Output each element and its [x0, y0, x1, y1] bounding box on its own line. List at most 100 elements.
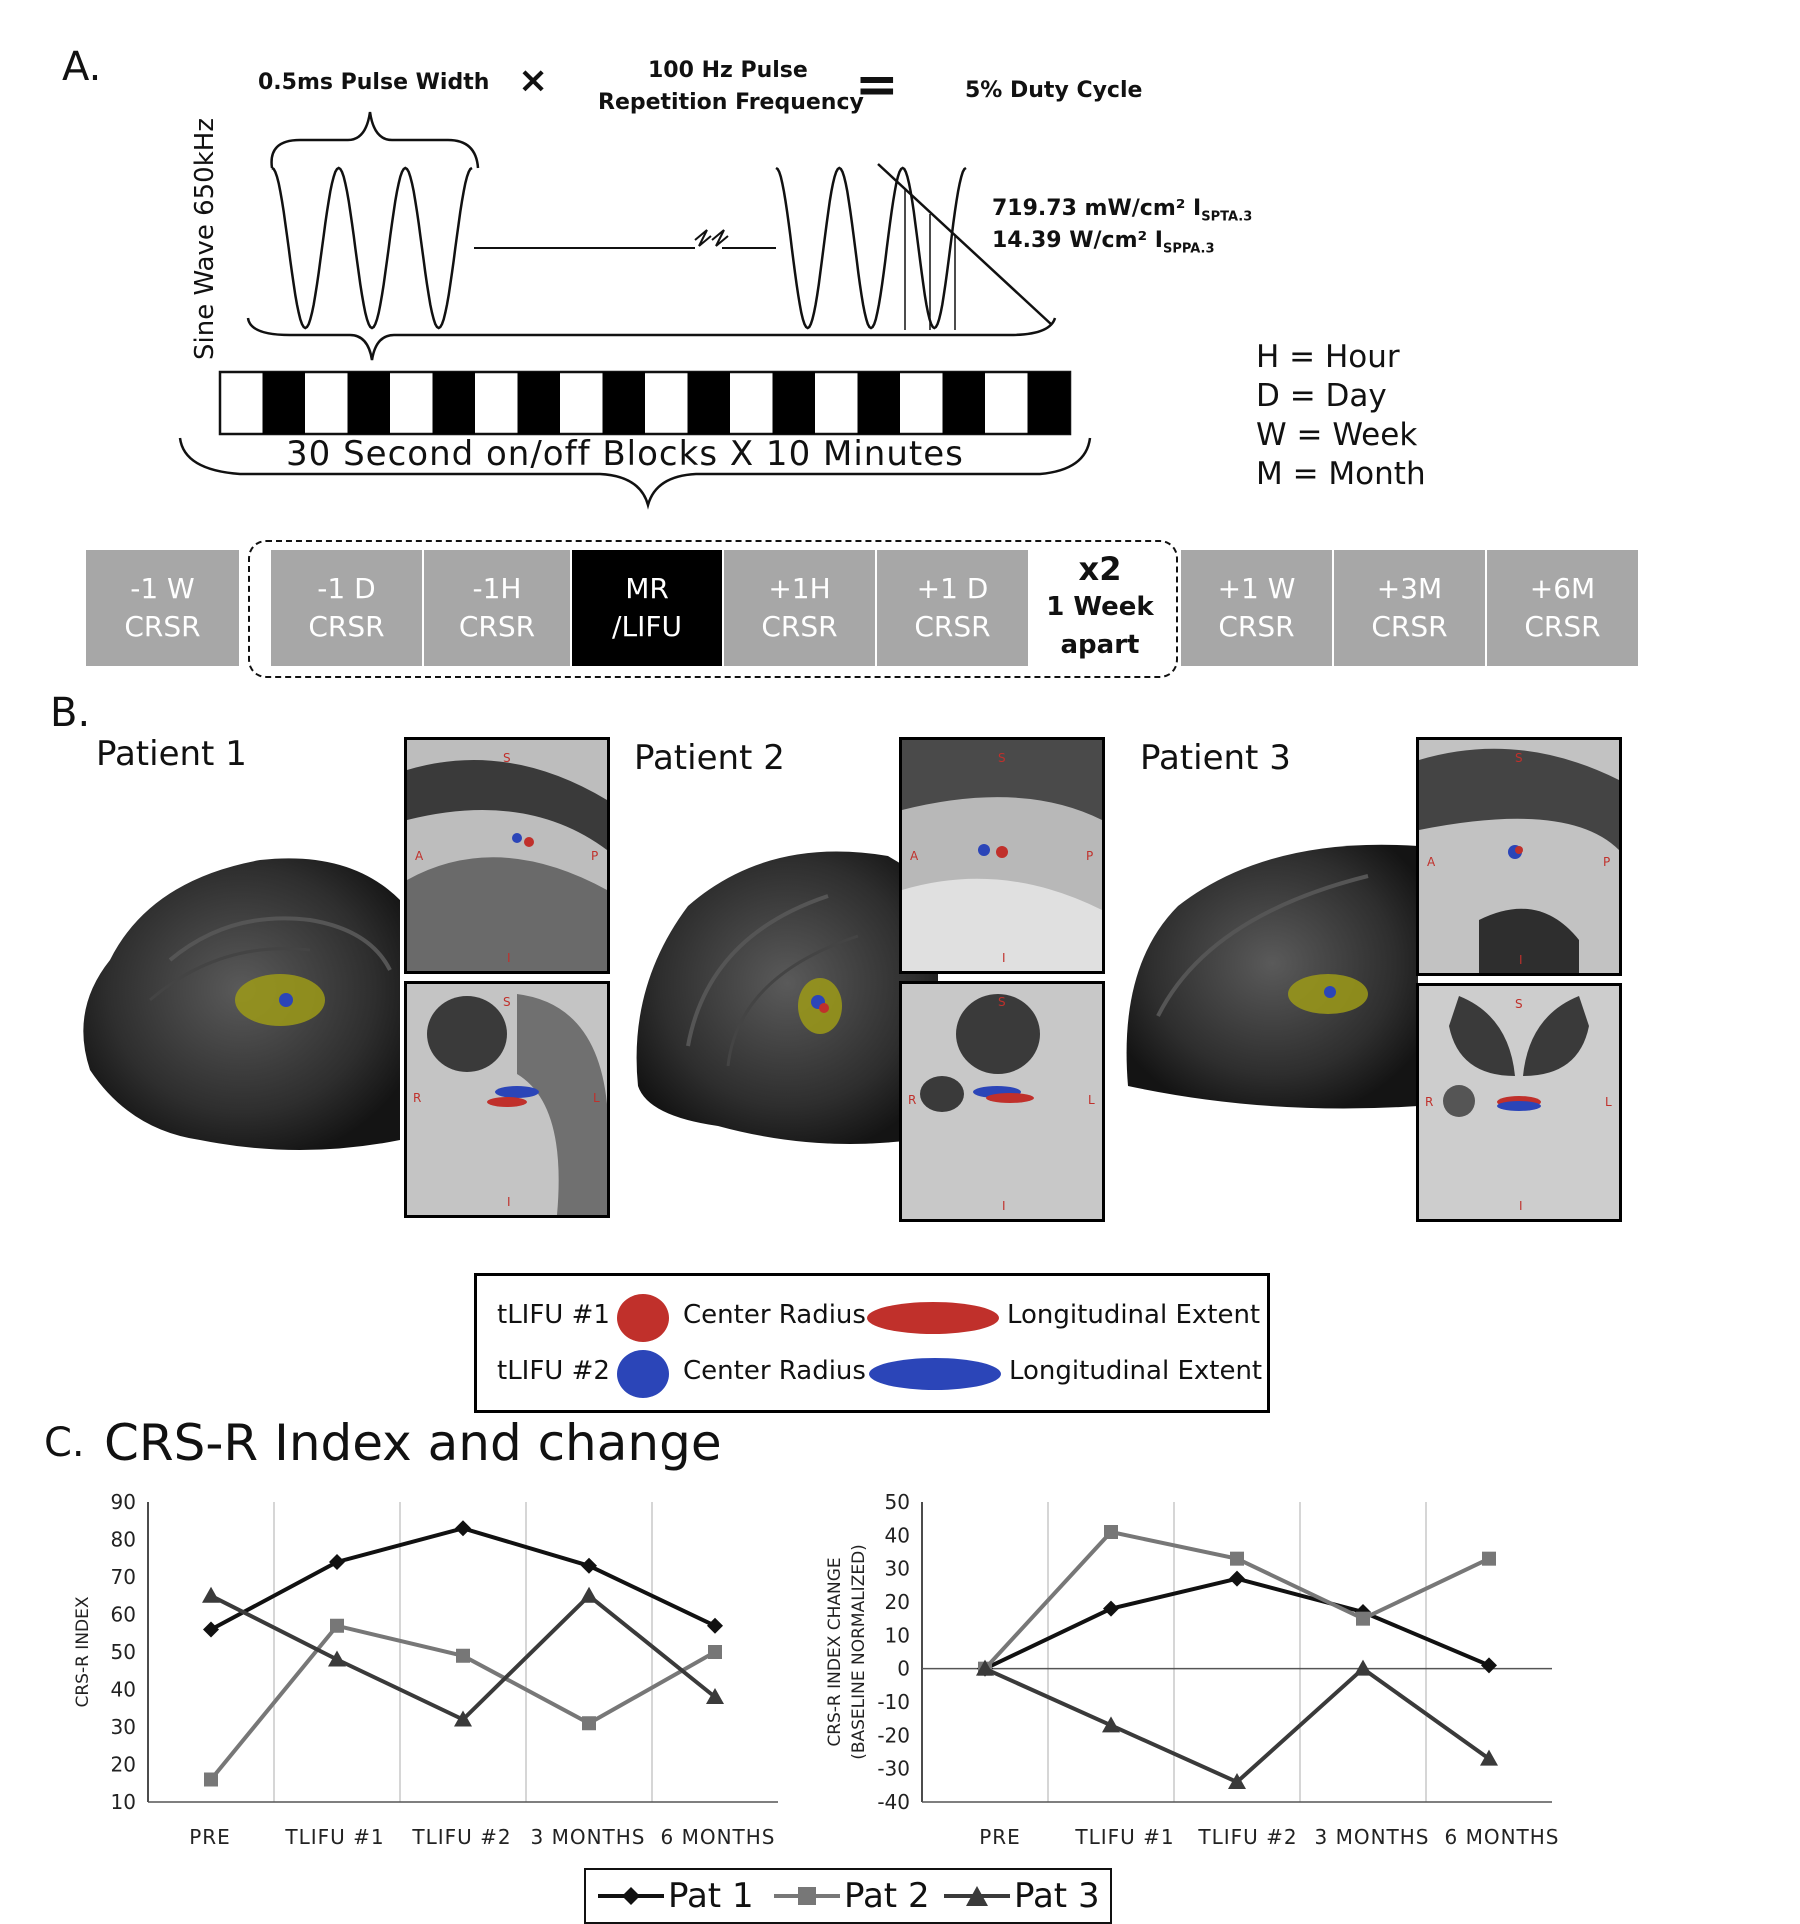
orient-p: P: [1603, 855, 1610, 869]
data-point-pat-1: [1481, 1657, 1497, 1674]
pulse-width-label: 0.5ms Pulse Width: [258, 70, 490, 95]
series-line-pat-1: [984, 1576, 1490, 1671]
block-on: [1027, 372, 1070, 434]
y-axis-label: CRS-R INDEX CHANGE: [825, 1557, 845, 1746]
data-point-pat-1: [707, 1617, 723, 1634]
orient-s: S: [998, 995, 1006, 1009]
data-point-pat-1: [203, 1621, 219, 1638]
equals-sign: =: [855, 55, 899, 115]
sagittal-slice-image: S A P I: [902, 740, 1102, 971]
repeat-apart: apart: [1060, 630, 1140, 660]
coronal-slice-image: S R L I: [908, 994, 1095, 1213]
coronal-slice-image: S R L I: [413, 994, 607, 1215]
y-tick-label: -30: [877, 1757, 910, 1781]
x-tick-label: TLIFU #1: [284, 1825, 384, 1849]
data-point-pat-2: [456, 1648, 470, 1663]
data-point-pat-3: [580, 1586, 598, 1603]
x-tick-label: PRE: [189, 1825, 231, 1849]
legend-pat3-marker: [944, 1886, 1010, 1906]
orient-r: R: [413, 1091, 421, 1105]
data-point-pat-3: [328, 1650, 346, 1667]
orient-i: I: [1519, 1199, 1523, 1213]
y-tick-label: 40: [885, 1523, 910, 1547]
y-tick-label: 0: [897, 1657, 910, 1681]
ispta-label: 719.73 mW/cm² ISPTA.3: [992, 196, 1253, 225]
repeat-week: 1 Week: [1046, 592, 1154, 622]
data-point-pat-1: [455, 1520, 471, 1537]
y-axis-label: CRS-R INDEX: [73, 1596, 93, 1707]
isppa-label: 14.39 W/cm² ISPPA.3: [992, 228, 1215, 257]
orient-s: S: [1515, 997, 1523, 1011]
orient-s: S: [1515, 751, 1523, 765]
legend-pat2-marker: [774, 1887, 840, 1905]
orient-r: R: [908, 1093, 916, 1107]
patient-2-sagittal-mri: S A P I: [899, 737, 1105, 974]
abbr-day: D = Day: [1256, 378, 1387, 414]
orient-s: S: [998, 751, 1006, 765]
patient-1-sagittal-mri: S A P I: [404, 737, 610, 974]
series-line-pat-3: [984, 1666, 1491, 1785]
legend-tlifu2-label: tLIFU #2: [497, 1356, 610, 1386]
legend-tlifu1-extent-icon: [867, 1302, 999, 1334]
patient-3-coronal-mri: S R L I: [1416, 983, 1622, 1222]
series-line-pat-1: [210, 1526, 716, 1632]
y-tick-label: -20: [877, 1723, 910, 1747]
duty-cycle-label: 5% Duty Cycle: [965, 78, 1143, 103]
x-tick-label: 3 MONTHS: [531, 1825, 646, 1849]
tlifu-legend: tLIFU #1 Center Radius Longitudinal Exte…: [474, 1273, 1270, 1413]
y-axis-label: (BASELINE NORMALIZED): [849, 1544, 869, 1760]
y-tick-label: 50: [885, 1490, 910, 1514]
orient-s: S: [503, 751, 511, 765]
x-tick-label: TLIFU #2: [411, 1825, 511, 1849]
data-point-pat-3: [1480, 1749, 1498, 1766]
data-point-pat-3: [706, 1688, 724, 1704]
data-point-pat-2: [708, 1645, 722, 1659]
legend-center-radius-label-2: Center Radius: [683, 1356, 866, 1386]
abbr-week: W = Week: [1256, 417, 1418, 453]
prf-line1: 100 Hz Pulse: [648, 58, 808, 83]
panel-c-label: C.: [44, 1420, 85, 1466]
legend-tlifu1-center-icon: [617, 1294, 669, 1342]
pulse-waveform-diagram: [178, 111, 1092, 510]
repeat-annotation: x2 1 Week apart: [1035, 550, 1165, 664]
data-point-pat-1: [1229, 1570, 1245, 1587]
orient-l: L: [593, 1091, 600, 1105]
orient-i: I: [1519, 953, 1523, 967]
patient-2-title: Patient 2: [634, 738, 785, 778]
patient-3-title: Patient 3: [1140, 738, 1291, 778]
timeline-cell-mr-lifu: MR/LIFU: [572, 550, 722, 666]
orient-l: L: [1088, 1093, 1095, 1107]
legend-pat1-label: Pat 1: [668, 1876, 754, 1916]
patient-3-sagittal-mri: S A P I: [1416, 737, 1622, 976]
block-on: [432, 372, 475, 434]
orient-i: I: [507, 951, 511, 965]
data-point-pat-3: [1102, 1716, 1120, 1733]
data-point-pat-2: [1482, 1551, 1496, 1566]
patient-1-brain-render: [83, 858, 401, 1150]
series-legend: Pat 1 Pat 2 Pat 3: [584, 1868, 1112, 1924]
y-tick-label: 70: [111, 1565, 136, 1589]
orient-a: A: [910, 849, 919, 863]
legend-longitudinal-extent-label-2: Longitudinal Extent: [1009, 1356, 1263, 1386]
patient-3-brain-render: [1126, 844, 1418, 1109]
y-tick-label: 20: [885, 1590, 910, 1614]
y-tick-label: 30: [111, 1715, 136, 1739]
data-point-pat-2: [1356, 1611, 1370, 1626]
abbreviation-list: H = Hour D = Day W = Week M = Month: [1256, 338, 1426, 494]
orient-p: P: [1086, 849, 1093, 863]
patient-2-brain-render: [636, 851, 938, 1144]
blocks-label: 30 Second on/off Blocks X 10 Minutes: [286, 434, 964, 474]
coronal-slice-image: S R L I: [1425, 996, 1612, 1213]
orient-i: I: [1002, 1199, 1006, 1213]
orient-r: R: [1425, 1095, 1433, 1109]
repeat-group-outline: [248, 540, 1178, 678]
legend-tlifu2-extent-icon: [869, 1358, 1001, 1390]
orient-l: L: [1605, 1095, 1612, 1109]
